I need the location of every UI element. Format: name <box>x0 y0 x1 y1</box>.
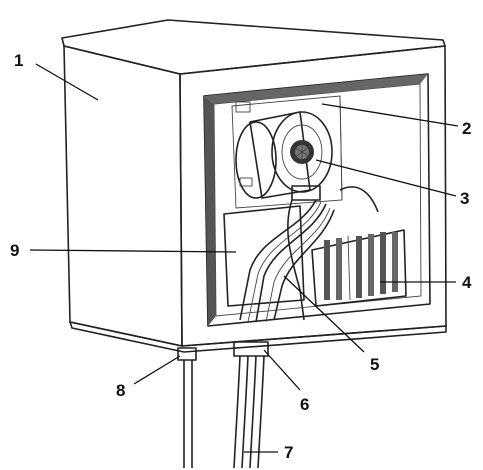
callout-1: 1 <box>14 51 23 70</box>
leader-5 <box>283 275 365 353</box>
callout-3: 3 <box>460 189 469 208</box>
callout-5: 5 <box>370 355 379 374</box>
heatsink-4 <box>311 229 407 307</box>
callout-7: 7 <box>284 443 293 462</box>
callout-9: 9 <box>10 241 19 260</box>
leader-6 <box>263 349 301 391</box>
opening-shadow-top <box>204 74 428 104</box>
cable-gland-8 <box>177 347 197 361</box>
outlet-cables-7 <box>183 355 265 469</box>
housing-bottom-edge <box>69 321 447 353</box>
opening-shadow <box>204 96 216 326</box>
cable-gland-6 <box>233 341 269 357</box>
mounting-plate-2 <box>231 95 343 209</box>
mounting-plate-edge <box>339 95 343 201</box>
leader-3 <box>315 159 457 197</box>
fan-heater-unit-3 <box>235 101 333 201</box>
callout-2: 2 <box>462 119 471 138</box>
callout-8: 8 <box>116 381 125 400</box>
callout-6: 6 <box>300 395 309 414</box>
leader-1 <box>35 63 99 101</box>
callout-4: 4 <box>462 273 472 292</box>
leader-8 <box>133 355 181 385</box>
leader-9 <box>29 249 237 253</box>
cable-bundle-5 <box>239 186 379 323</box>
leader-2 <box>321 103 459 127</box>
junction-box-9 <box>223 205 305 307</box>
